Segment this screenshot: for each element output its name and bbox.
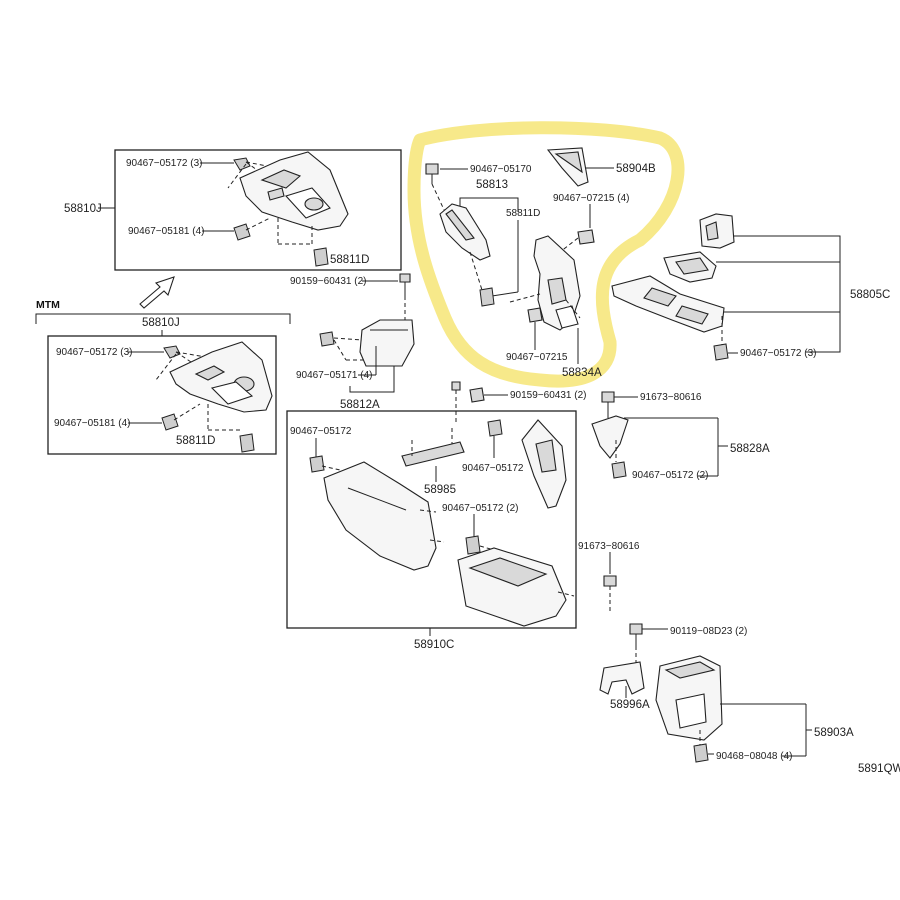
clip-icon (319, 331, 335, 347)
label-58828A: 58828A (730, 443, 770, 455)
label-90468-08048-4: 90468−08048 (4) (716, 751, 792, 762)
bracket-58828A (591, 415, 629, 459)
label-58996A: 58996A (610, 699, 650, 711)
highlight-outline (407, 121, 685, 388)
assembly-58810J-mtm-frame: MTM 58810J 90467−05172 (3) 90467−05181 (… (35, 299, 291, 455)
part-58996A: 58996A (599, 661, 650, 711)
part-group-58813: 90467−05170 58813 58811D 58904B 90467−07… (425, 147, 656, 379)
label-58910C: 58910C (414, 639, 454, 651)
clip-icon (233, 157, 251, 171)
part-58903A: 58903A 90468−08048 (4) (655, 655, 854, 763)
label-58810J-top: 58810J (64, 203, 102, 215)
label-90467-05171-4: 90467−05171 (4) (296, 370, 372, 381)
part-58828A: 91673−80616 58828A 90467−05172 (2) (591, 391, 770, 481)
part-91673-80616-lower: 91673−80616 (578, 541, 640, 614)
label-90467-05172-2-a: 90467−05172 (2) (632, 470, 708, 481)
label-90467-05181-4-mtm: 90467−05181 (4) (54, 418, 130, 429)
label-58811D-mtm: 58811D (176, 435, 215, 447)
part-58812A: 90159−60431 (2) 90467−05171 (4) 58812A (290, 273, 415, 411)
label-90467-05172-single: 90467−05172 (290, 426, 352, 437)
label-90467-05172-3-top: 90467−05172 (3) (126, 158, 202, 169)
clip-icon (161, 413, 179, 431)
storage-box (457, 547, 567, 627)
bracket-58985 (401, 441, 465, 467)
clip-icon (693, 743, 709, 763)
label-58805C: 58805C (850, 289, 890, 301)
part-90119-08D23: 90119−08D23 (2) (629, 623, 747, 664)
clip-icon (233, 223, 251, 241)
label-mtm: MTM (36, 299, 60, 311)
label-90119-08D23-2: 90119−08D23 (2) (670, 626, 747, 637)
clip-icon (309, 455, 325, 473)
label-90467-05172-mid: 90467−05172 (462, 463, 524, 474)
clip-icon (163, 345, 181, 359)
label-90467-05170: 90467−05170 (470, 164, 532, 175)
clip-icon (465, 535, 481, 555)
label-90467-07215-4: 90467−07215 (4) (553, 193, 629, 204)
clip-icon (239, 433, 255, 453)
part-58805C: 90467−05172 (3) 58805C (611, 213, 890, 361)
label-91673-80616-b: 91673−80616 (578, 541, 640, 552)
label-90159-60431-2-b: 90159−60431 (2) (510, 390, 586, 401)
label-58811D-top: 58811D (330, 254, 369, 266)
shift-cover-58812A (359, 319, 415, 367)
label-90159-60431-2-a: 90159−60431 (2) (290, 276, 366, 287)
label-58813: 58813 (476, 179, 508, 191)
arrow-icon (139, 276, 175, 309)
console-panel-mtm (169, 341, 273, 413)
bracket-58996A (599, 661, 645, 695)
clip-icon (313, 247, 329, 267)
label-90467-05181-4-top: 90467−05181 (4) (128, 226, 204, 237)
label-58810J-mtm: 58810J (142, 317, 180, 329)
clip-icon (611, 461, 627, 479)
label-90467-05172-3-mtm: 90467−05172 (3) (56, 347, 132, 358)
label-58811D-grp: 58811D (506, 208, 540, 219)
label-90467-05172-2-b: 90467−05172 (2) (442, 503, 518, 514)
assembly-58910C-frame: 90159−60431 (2) 90467−05172 58985 90467−… (286, 381, 586, 651)
lower-panel-58910C (323, 461, 437, 571)
label-58834A: 58834A (562, 367, 602, 379)
label-58985: 58985 (424, 484, 456, 496)
label-58812A: 58812A (340, 399, 380, 411)
clip-icon (487, 419, 503, 437)
assembly-58810J-frame: 58810J 90467−05172 (3) 90467−05181 (4) 5… (64, 149, 402, 271)
label-58904B: 58904B (616, 163, 656, 175)
diagram-code: 5891QW (858, 763, 900, 775)
label-90467-07215: 90467−07215 (506, 352, 568, 363)
clip-icon (713, 343, 729, 361)
label-91673-80616-a: 91673−80616 (640, 392, 702, 403)
label-58903A: 58903A (814, 727, 854, 739)
label-90467-05172-3-c: 90467−05172 (3) (740, 348, 816, 359)
clip-icon (479, 287, 495, 307)
